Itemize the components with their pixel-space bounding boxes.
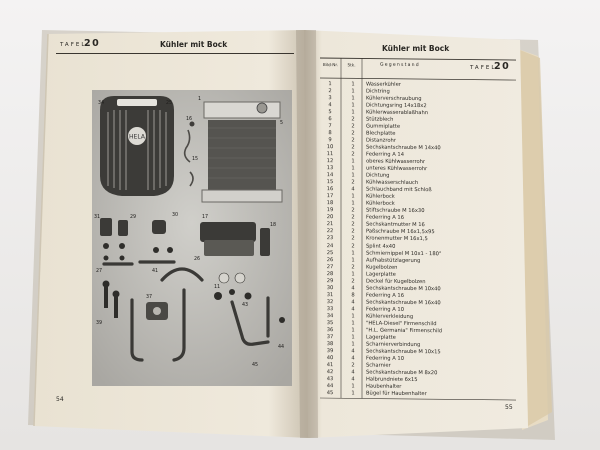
right-page-title: Kühler mit Bock <box>382 44 450 53</box>
svg-text:30: 30 <box>172 212 178 218</box>
row-bild-nr: 45 <box>326 390 334 397</box>
svg-text:26: 26 <box>194 256 200 262</box>
left-header-rule <box>56 53 294 54</box>
row-stueck: 1 <box>351 390 355 397</box>
col-header-gegenstand: Gegenstand <box>380 62 420 69</box>
right-page-number: 55 <box>505 404 513 411</box>
svg-text:18: 18 <box>270 222 276 228</box>
svg-text:HELA: HELA <box>129 134 146 141</box>
table-rules <box>320 57 516 401</box>
svg-text:29: 29 <box>130 214 136 220</box>
left-tafel-number: 20 <box>84 38 101 49</box>
svg-text:45: 45 <box>252 362 258 368</box>
right-tafel-number: 20 <box>494 61 511 72</box>
parts-photo: HELA <box>92 90 292 386</box>
svg-text:41: 41 <box>152 268 158 274</box>
svg-text:11: 11 <box>214 284 220 290</box>
col-header-stueck: Stk. <box>347 62 356 68</box>
svg-text:15: 15 <box>192 156 198 162</box>
svg-text:43: 43 <box>242 302 248 308</box>
svg-text:44: 44 <box>278 344 284 350</box>
row-gegenstand: Bügel für Haubenhalter <box>366 390 427 398</box>
svg-text:34: 34 <box>98 100 104 106</box>
svg-text:5: 5 <box>280 120 283 126</box>
left-page-number: 54 <box>56 396 64 403</box>
radiator-grille-illustration: HELA <box>100 96 174 196</box>
svg-text:31: 31 <box>94 214 100 220</box>
left-tafel-label: TAFEL <box>60 42 87 48</box>
right-tafel-label: TAFEL <box>470 65 497 71</box>
svg-text:1: 1 <box>198 96 201 102</box>
left-page-title: Kühler mit Bock <box>160 40 228 49</box>
svg-text:37: 37 <box>146 294 152 300</box>
svg-text:16: 16 <box>186 116 192 122</box>
col-header-bild-nr: Bild-Nr. <box>322 62 339 68</box>
svg-text:17: 17 <box>202 214 208 220</box>
svg-text:27: 27 <box>96 268 102 274</box>
svg-text:39: 39 <box>96 320 102 326</box>
svg-text:25: 25 <box>166 100 172 106</box>
